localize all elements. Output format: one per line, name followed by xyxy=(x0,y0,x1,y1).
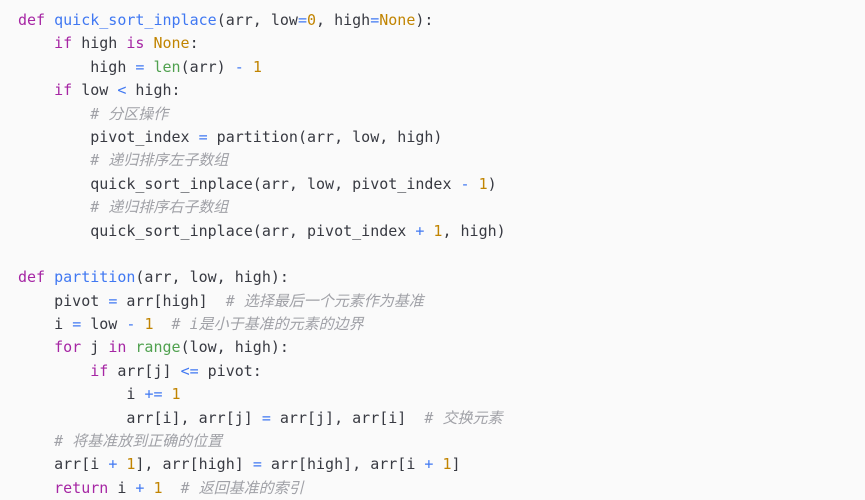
comment: # i是小于基准的元素的边界 xyxy=(171,315,364,334)
comment: # 将基准放到正确的位置 xyxy=(54,432,223,451)
comment: # 分区操作 xyxy=(90,104,169,123)
comment: # 递归排序右子数组 xyxy=(90,198,229,217)
code-line-11 xyxy=(18,243,865,266)
code-line-21: return i + 1 # 返回基准的索引 xyxy=(54,478,304,497)
code-line-8: quick_sort_inplace(arr, low, pivot_index… xyxy=(18,174,497,193)
code-line-9: # 递归排序右子数组 xyxy=(18,196,865,219)
code-line-20: arr[i + 1], arr[high] = arr[high], arr[i… xyxy=(18,455,461,474)
code-line-1: def quick_sort_inplace(arr, low=0, high=… xyxy=(18,11,434,29)
code-line-2: if high is None: xyxy=(54,34,199,53)
code-line-13: pivot = arr[high] # 选择最后一个元素作为基准 xyxy=(18,291,424,310)
keyword: def xyxy=(18,11,46,29)
comment: # 递归排序左子数组 xyxy=(90,151,229,170)
code-line-19: # 将基准放到正确的位置 xyxy=(18,430,865,453)
function-name: quick_sort_inplace xyxy=(54,11,217,29)
code-line-14: i = low - 1 # i是小于基准的元素的边界 xyxy=(18,315,364,334)
code-line-10: quick_sort_inplace(arr, pivot_index + 1,… xyxy=(18,221,506,240)
code-line-16: if arr[j] <= pivot: xyxy=(90,361,262,380)
code-line-4: if low < high: xyxy=(54,81,181,100)
code-line-3: high = len(arr) - 1 xyxy=(18,57,262,76)
comment: # 交换元素 xyxy=(424,408,503,427)
comment: # 返回基准的索引 xyxy=(180,478,304,497)
code-line-15: for j in range(low, high): xyxy=(54,338,289,357)
function-name: partition xyxy=(54,268,136,287)
code-line-6: pivot_index = partition(arr, low, high) xyxy=(18,127,443,146)
comment: # 选择最后一个元素作为基准 xyxy=(225,291,424,310)
code-line-7: # 递归排序左子数组 xyxy=(18,149,865,172)
code-line-17: i += 1 xyxy=(18,385,181,404)
code-line-12: def partition(arr, low, high): xyxy=(18,268,289,287)
code-line-5: # 分区操作 xyxy=(18,103,865,126)
code-line-18: arr[i], arr[j] = arr[j], arr[i] # 交换元素 xyxy=(18,408,503,427)
